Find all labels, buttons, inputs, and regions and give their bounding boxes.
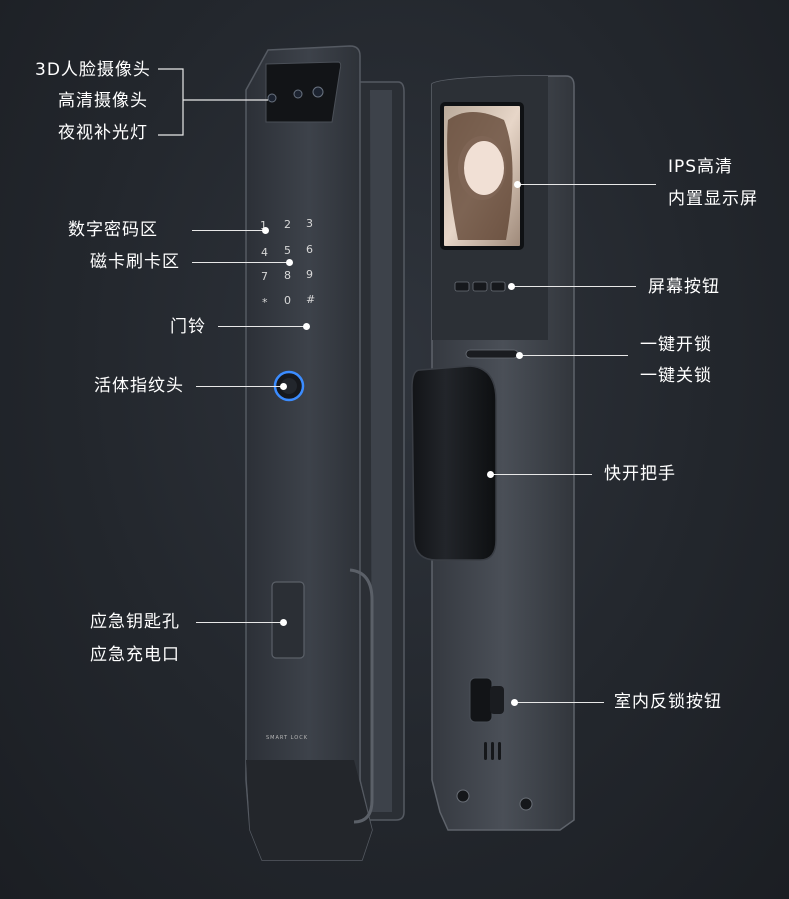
keypad-key-1: 1 (260, 219, 267, 232)
keypad-key-hash: # (306, 293, 316, 306)
keypad-key-star: * (262, 296, 268, 309)
front-lock-body (245, 45, 374, 861)
label-one-key-close: 一键关锁 (640, 366, 712, 386)
label-face-camera: 3D人脸摄像头 (35, 60, 151, 80)
back-lock-body (411, 75, 575, 831)
leader-dot-card (286, 259, 293, 266)
keypad-key-0: 0 (284, 294, 291, 307)
label-ips-line1: IPS高清 (668, 157, 734, 177)
label-doorbell: 门铃 (170, 317, 206, 337)
leader-keypad (192, 230, 264, 232)
keypad-key-7: 7 (261, 270, 268, 283)
label-night-light: 夜视补光灯 (58, 123, 148, 143)
leader-indoor-lock (514, 702, 604, 704)
leader-handle (492, 474, 592, 476)
leader-dot-fingerprint (280, 383, 287, 390)
leader-dot-keyhole (280, 619, 287, 626)
label-ips-line2: 内置显示屏 (668, 189, 758, 209)
label-charge-port: 应急充电口 (90, 645, 180, 665)
label-key-hole: 应急钥匙孔 (90, 612, 180, 632)
label-keypad-area: 数字密码区 (68, 220, 158, 240)
leader-doorbell (218, 326, 306, 328)
label-screen-buttons: 屏幕按钮 (648, 277, 720, 297)
keypad-key-8: 8 (284, 269, 291, 282)
keypad-key-5: 5 (284, 244, 291, 257)
leader-screen-buttons (512, 286, 636, 288)
leader-keyhole (196, 622, 282, 624)
leader-dot-screen-buttons (508, 283, 515, 290)
leader-dot-doorbell (303, 323, 310, 330)
leader-one-key (520, 355, 628, 357)
label-handle: 快开把手 (604, 464, 676, 484)
leader-card (192, 262, 288, 264)
label-fingerprint: 活体指纹头 (94, 376, 184, 396)
brand-text: SMART LOCK (266, 735, 308, 741)
leader-dot-keypad (262, 227, 269, 234)
leader-dot-one-key (516, 352, 523, 359)
keypad-key-3: 3 (306, 217, 313, 230)
label-hd-camera: 高清摄像头 (58, 91, 148, 111)
keypad-key-6: 6 (306, 243, 313, 256)
leader-fingerprint (196, 386, 282, 388)
label-card-area: 磁卡刷卡区 (90, 252, 180, 272)
keypad-key-4: 4 (261, 246, 268, 259)
label-indoor-lock: 室内反锁按钮 (614, 692, 722, 712)
leader-dot-handle (487, 471, 494, 478)
leader-dot-indoor-lock (511, 699, 518, 706)
leader-dot-ips (514, 181, 521, 188)
leader-ips (516, 184, 656, 186)
keypad-key-9: 9 (306, 268, 313, 281)
label-one-key-open: 一键开锁 (640, 335, 712, 355)
keypad-key-2: 2 (284, 218, 291, 231)
camera-bracket (158, 68, 268, 136)
